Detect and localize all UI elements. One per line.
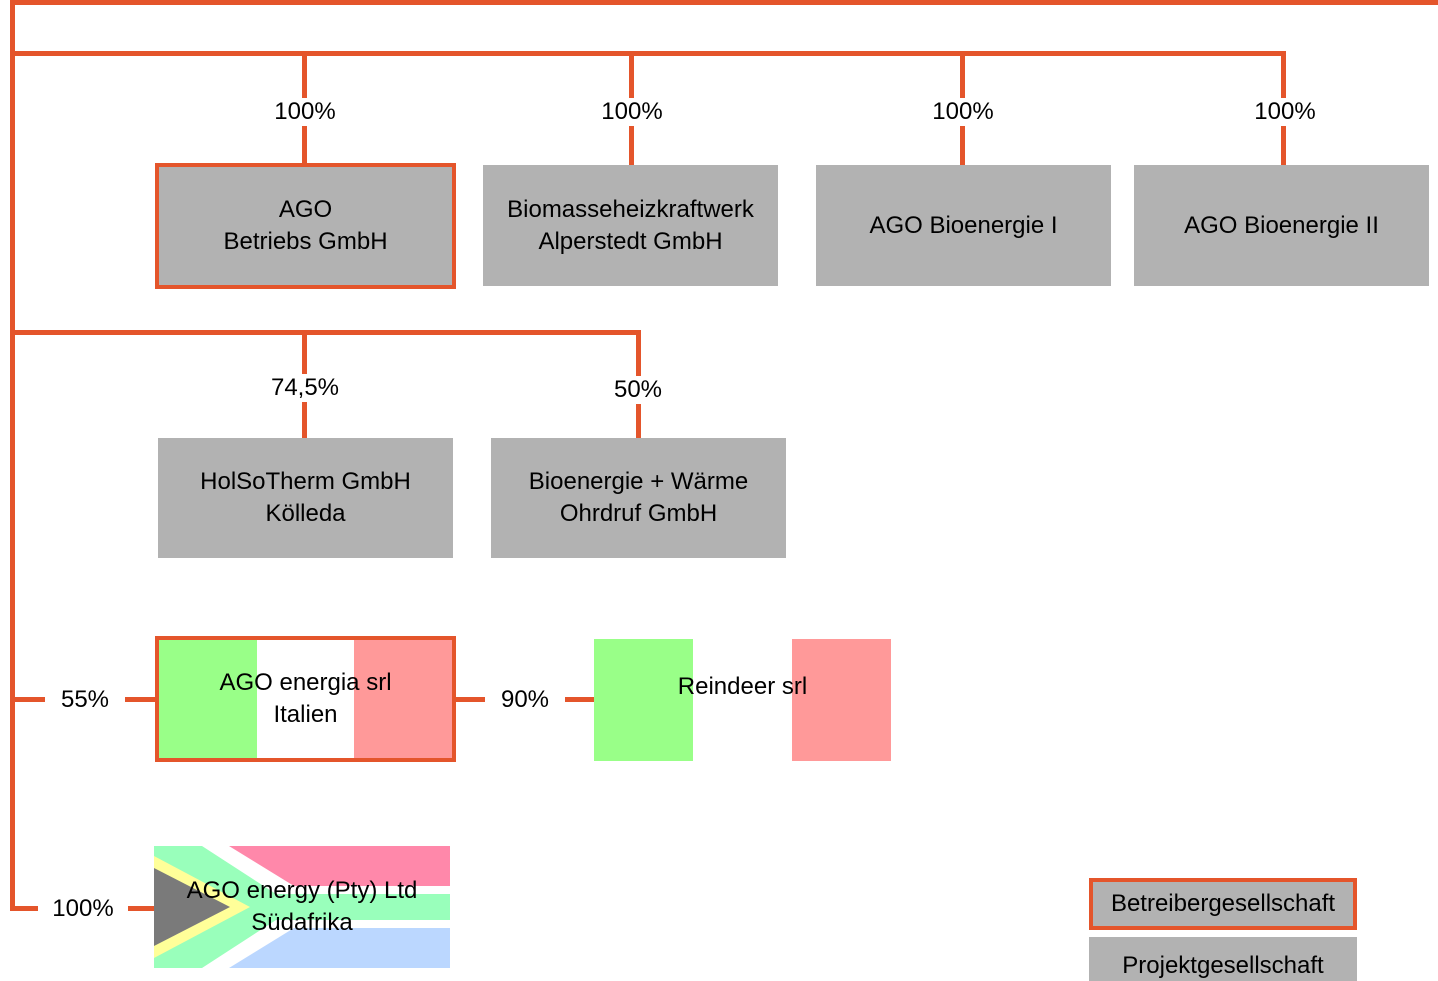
company-name-line: Kölleda (265, 500, 346, 527)
italian-flag-icon (594, 639, 891, 761)
company-name-line: Südafrika (251, 909, 353, 936)
ownership-percent: 100% (38, 895, 128, 923)
top-bar-line (10, 0, 1438, 5)
company-box-biomasseheizkraftwerk: Biomasseheizkraftwerk Alperstedt GmbH (483, 165, 778, 286)
company-name-line: HolSoTherm GmbH (200, 468, 411, 495)
company-box-reindeer: Reindeer srl (594, 639, 891, 761)
company-box-ago-bioenergie-1: AGO Bioenergie I (816, 165, 1111, 286)
company-box-ago-energy-southafrica: AGO energy (Pty) Ltd Südafrika (154, 846, 450, 968)
company-name-line: Betriebs GmbH (223, 228, 388, 255)
company-name-line: AGO energia srl (219, 669, 392, 696)
italian-flag-icon (159, 640, 452, 758)
legend-operator-company: Betreibergesellschaft (1089, 878, 1357, 930)
ownership-percent: 90% (485, 686, 565, 714)
company-box-ago-betriebs: AGO Betriebs GmbH (155, 163, 456, 289)
company-name-line: Italien (273, 701, 338, 728)
legend-project-label: Projektgesellschaft (1122, 952, 1324, 979)
south-african-flag-icon (154, 846, 450, 968)
company-box-ago-bioenergie-2: AGO Bioenergie II (1134, 165, 1429, 286)
ownership-percent: 100% (589, 98, 675, 126)
ownership-percent: 100% (920, 98, 1006, 126)
company-name-line: Alperstedt GmbH (538, 227, 723, 255)
company-name-line: Bioenergie + Wärme (528, 468, 749, 495)
company-box-bioenergie-waerme: Bioenergie + Wärme Ohrdruf GmbH (491, 438, 786, 558)
company-name-line: AGO Bioenergie II (1184, 211, 1379, 239)
row2-horizontal-line (10, 330, 641, 335)
vertical-trunk-line (10, 0, 15, 911)
company-name-line: AGO Bioenergie I (869, 211, 1058, 239)
ownership-percent: 100% (262, 98, 348, 126)
ownership-percent: 74,5% (260, 374, 350, 402)
company-name-line: Ohrdruf GmbH (559, 500, 718, 527)
company-name-line: Biomasseheizkraftwerk (507, 195, 754, 223)
company-name-line: Reindeer srl (677, 673, 808, 700)
company-name-line: AGO (278, 196, 333, 223)
ownership-percent: 50% (598, 376, 678, 404)
ownership-percent: 55% (45, 686, 125, 714)
ownership-percent: 100% (1242, 98, 1328, 126)
legend-operator-label: Betreibergesellschaft (1110, 890, 1336, 917)
company-box-ago-energia-italy: AGO energia srl Italien (155, 636, 456, 762)
row1-horizontal-line (10, 51, 1286, 56)
company-box-holsotherm: HolSoTherm GmbH Kölleda (158, 438, 453, 558)
legend-project-company: Projektgesellschaft (1089, 937, 1357, 981)
company-name-line: AGO energy (Pty) Ltd (186, 877, 418, 904)
